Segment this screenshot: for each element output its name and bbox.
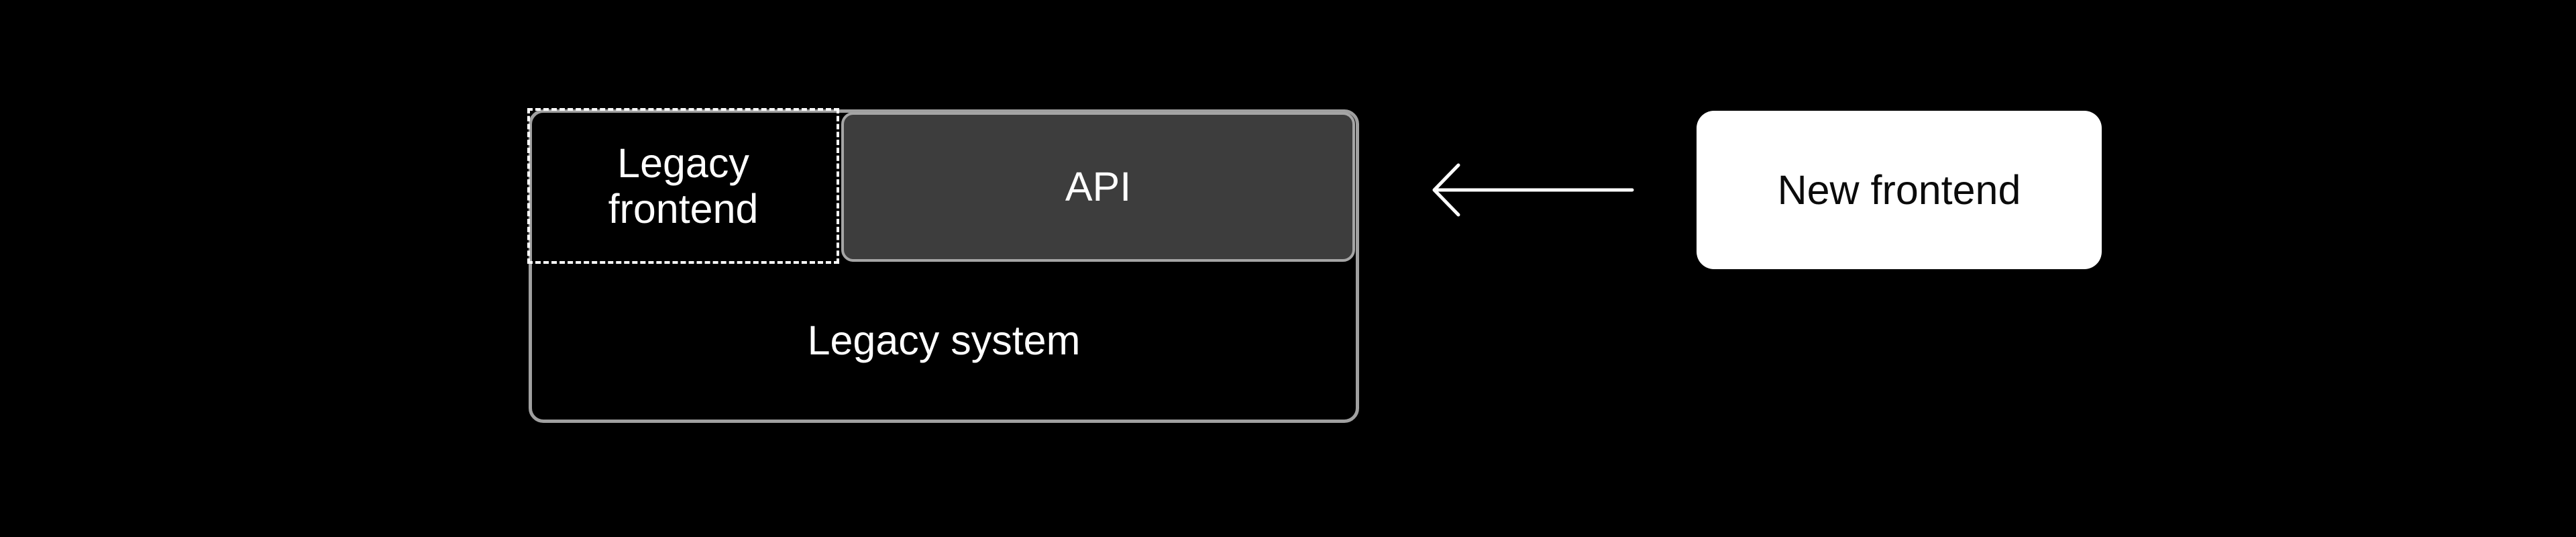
- legacy-system-label-zone: Legacy system: [532, 262, 1356, 420]
- api-label: API: [1065, 164, 1132, 209]
- legacy-system-box: Legacy system: [529, 109, 1359, 423]
- legacy-frontend-box: Legacy frontend: [527, 108, 839, 264]
- legacy-system-label: Legacy system: [807, 318, 1081, 363]
- legacy-frontend-label: Legacy frontend: [608, 140, 759, 232]
- arrow-left-icon: [1432, 163, 1634, 217]
- new-frontend-label: New frontend: [1777, 166, 2021, 213]
- new-frontend-box: New frontend: [1697, 111, 2102, 269]
- api-box: API: [841, 112, 1355, 262]
